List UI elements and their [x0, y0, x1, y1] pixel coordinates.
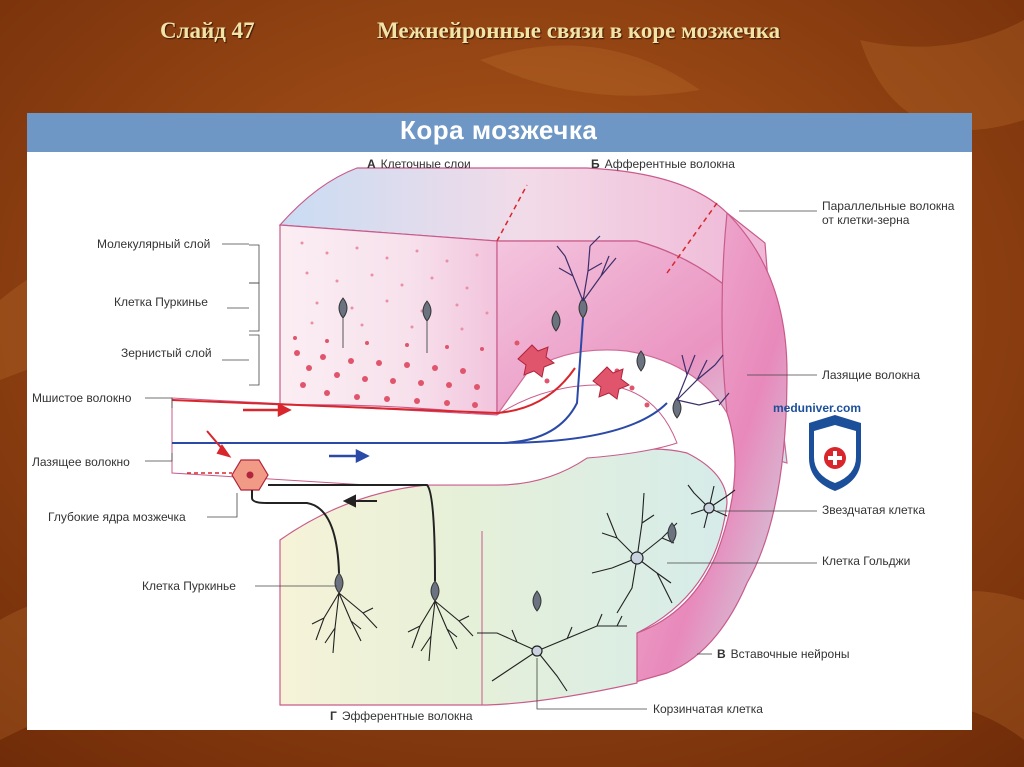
cortex-front-face-upper [279, 224, 498, 416]
basket-cell [477, 613, 627, 692]
climbing-arrow [329, 448, 370, 464]
slide-title-bar: Слайд 47 Межнейронные связи в коре мозже… [0, 18, 1024, 54]
leader-lines [145, 210, 817, 710]
label-golgi-cell: Клетка Гольджи [822, 554, 911, 568]
mossy-arrow [243, 402, 292, 418]
label-deep-nuclei: Глубокие ядра мозжечка [48, 510, 186, 524]
label-purkinje-cell: Клетка Пуркинье [114, 295, 208, 309]
label-climbing-fiber: Лазящее волокно [32, 455, 130, 469]
purkinje-cells-lower [334, 572, 440, 602]
purkinje-cells-upper [338, 297, 682, 419]
efferent-axons [251, 484, 436, 582]
label-molecular-layer: Молекулярный слой [97, 237, 211, 251]
diagram-panel: Кора мозжечка [27, 113, 972, 730]
slide-title: Межнейронные связи в коре мозжечка [377, 18, 781, 43]
label-climbing-fibers: Лазящие волокна [822, 368, 921, 382]
purkinje-dendrites-upper [556, 235, 730, 406]
golgi-rosettes [517, 344, 631, 400]
label-purkinje-cell-bottom: Клетка Пуркинье [142, 579, 236, 593]
white-matter-groove [171, 384, 678, 486]
molecular-layer-dots [300, 241, 489, 331]
purkinje-dendrites-lower [311, 592, 474, 662]
label-basket-cell: Корзинчатая клетка [653, 702, 763, 716]
cortex-outer-wall [631, 211, 788, 684]
mossy-fiber-line [171, 367, 576, 415]
stellate-cell [687, 484, 736, 529]
diagram-title: Кора мозжечка [400, 115, 598, 145]
label-mossy-fiber: Мшистое волокно [32, 391, 132, 405]
diagram-header: Кора мозжечка [27, 113, 972, 152]
label-stellate-cell: Звездчатая клетка [822, 503, 926, 517]
label-granular-layer: Зернистый слой [121, 346, 212, 360]
granule-cells [293, 336, 650, 408]
golgi-cell [591, 492, 678, 614]
watermark-shield-icon [809, 415, 861, 491]
watermark-text: meduniver.com [773, 401, 862, 415]
cerebellum-diagram [145, 167, 861, 710]
slide-number: Слайд 47 [160, 18, 255, 43]
